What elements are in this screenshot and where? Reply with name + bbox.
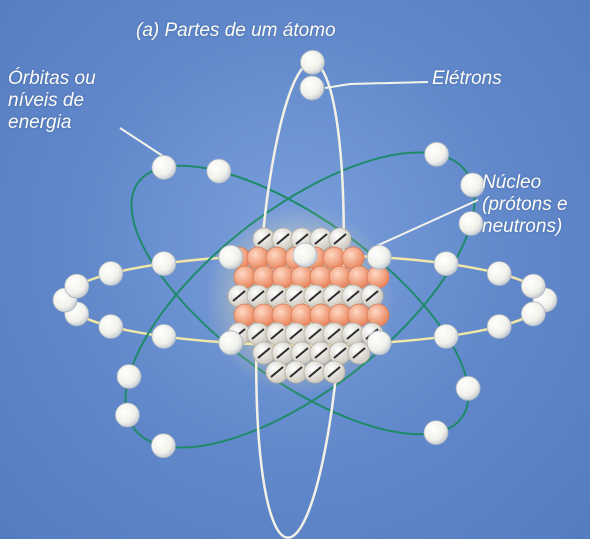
electron [458, 211, 484, 236]
electrons-pointer [324, 81, 429, 89]
electron [98, 314, 124, 339]
neutron-mark [308, 290, 322, 302]
proton [341, 246, 365, 270]
neutron-mark [270, 290, 284, 302]
electron [433, 251, 459, 277]
neutron-mark [327, 366, 341, 378]
electron [151, 251, 177, 277]
electron [299, 75, 325, 101]
electrons-label: Elétrons [432, 68, 502, 89]
neutron-mark [270, 328, 284, 340]
neutron-mark [333, 233, 347, 245]
electron [423, 420, 449, 446]
electron [455, 375, 481, 401]
neutron-mark [308, 366, 322, 378]
neutron-mark [251, 328, 265, 340]
neutron-mark [327, 328, 341, 340]
electron [520, 273, 546, 299]
neutron-mark [232, 290, 246, 302]
electron [116, 364, 142, 389]
neutron-mark [257, 233, 271, 245]
electron [64, 273, 90, 299]
nucleus-pointer [371, 199, 479, 249]
electron [218, 244, 244, 270]
neutron-mark [352, 347, 366, 359]
neutron-mark [289, 366, 303, 378]
neutron-mark [295, 347, 309, 359]
neutron-mark [251, 290, 265, 302]
neutron-mark [270, 366, 284, 378]
neutron-mark [276, 347, 290, 359]
neutron-mark [289, 328, 303, 340]
electron [98, 261, 124, 286]
electron [366, 244, 392, 270]
neutron-mark [314, 233, 328, 245]
nucleus [205, 205, 395, 395]
electron [151, 154, 177, 180]
electron [433, 323, 459, 349]
electron [460, 172, 486, 198]
neutron-mark [308, 328, 322, 340]
neutron-mark [327, 290, 341, 302]
electron [218, 330, 244, 356]
electron [520, 301, 546, 327]
neutron-mark [365, 290, 379, 302]
neutron-mark [314, 347, 328, 359]
electron [486, 261, 512, 286]
proton [366, 303, 390, 327]
electron [424, 141, 450, 167]
electron [292, 242, 318, 268]
neutron-mark [346, 328, 360, 340]
electrons [52, 49, 558, 459]
neutron-mark [276, 233, 290, 245]
neutron-mark [333, 347, 347, 359]
electron [486, 314, 512, 339]
electron [366, 330, 392, 356]
neutron-mark [295, 233, 309, 245]
neutron-mark [289, 290, 303, 302]
electron [300, 49, 325, 75]
nucleus-label: Núcleo (prótons e neutrons) [482, 172, 568, 237]
figure-title: (a) Partes de um átomo [136, 20, 336, 41]
orbits-label: Órbitas ou níveis de energia [8, 68, 96, 133]
neutron-mark [346, 290, 360, 302]
electron [150, 433, 176, 459]
electron [115, 402, 140, 428]
electron [151, 323, 177, 349]
neutron-mark [257, 347, 271, 359]
electron [206, 158, 232, 184]
